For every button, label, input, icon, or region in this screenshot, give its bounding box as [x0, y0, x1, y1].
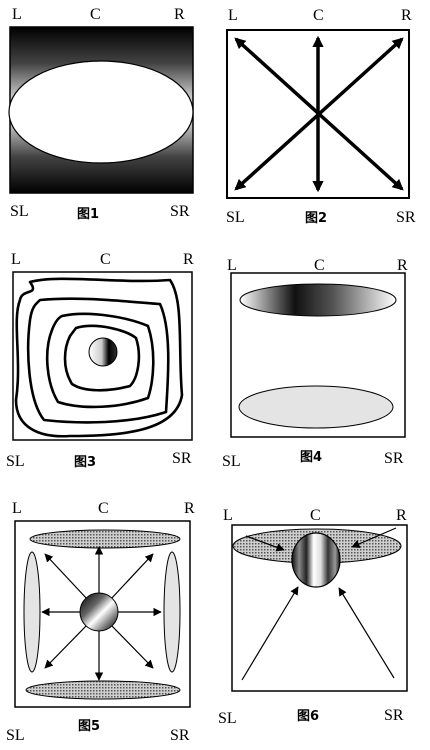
- figure-5-arrow-up-left: [44, 553, 89, 601]
- figure-5-arrow-up-right: [109, 553, 154, 601]
- figure-4: L C R SL SR 图4: [222, 257, 408, 470]
- figure-5-rear-sound-field: [25, 680, 181, 700]
- figure-6-label-surround-left: SL: [218, 710, 237, 727]
- figure-6-label-left: L: [223, 507, 233, 524]
- figure-4-caption: 图4: [300, 450, 322, 465]
- figure-3-label-surround-right: SR: [172, 450, 192, 467]
- figure-1: L C R SL SR 图1: [8, 6, 194, 222]
- figure-5-label-surround-left: SL: [6, 727, 25, 744]
- figure-3-sound-source-sphere: [88, 337, 118, 367]
- figure-1-label-surround-right: SR: [170, 203, 190, 220]
- figure-2-label-surround-right: SR: [396, 209, 416, 226]
- figure-3-ripple-3: [26, 297, 170, 424]
- figure-4-front-sound-bar: [239, 283, 397, 317]
- figure-2-label-center: C: [313, 7, 324, 24]
- figure-3-label-right: R: [183, 251, 194, 268]
- figure-6: L C R SL SR 图6: [218, 507, 408, 727]
- figure-5-sound-source-sphere: [79, 592, 119, 632]
- figure-2-caption: 图2: [305, 211, 327, 226]
- figure-6-arrow-sr-to-center: [338, 587, 395, 679]
- figure-3-caption: 图3: [74, 455, 96, 470]
- figure-4-rear-sound-field: [238, 385, 394, 429]
- figure-5-right-sound-field: [163, 551, 181, 673]
- figure-4-label-left: L: [227, 257, 237, 274]
- figure-1-sound-field-ellipse: [8, 60, 194, 164]
- figure-5-arrow-down-right: [109, 623, 154, 669]
- figure-1-label-center: C: [90, 6, 101, 23]
- figure-6-arrow-left-to-center: [245, 535, 285, 552]
- figure-2-label-left: L: [228, 7, 238, 24]
- figure-6-sound-source-sphere: [291, 532, 341, 588]
- figure-5-label-right: R: [184, 500, 195, 517]
- figure-4-label-surround-right: SR: [384, 450, 404, 467]
- figure-3-label-left: L: [11, 251, 21, 268]
- figure-3-ripple-1: [63, 324, 141, 392]
- figure-6-label-right: R: [396, 507, 407, 524]
- figure-6-label-surround-right: SR: [384, 707, 404, 724]
- figure-1-label-surround-left: SL: [10, 203, 29, 220]
- figure-5-left-sound-field: [23, 551, 41, 673]
- figure-1-label-right: R: [174, 6, 185, 23]
- figure-2-label-right: R: [401, 7, 412, 24]
- figure-3: L C R SL SR 图3: [6, 251, 194, 470]
- figure-2-label-surround-left: SL: [226, 209, 245, 226]
- figure-5-arrow-down-left: [44, 623, 89, 669]
- figure-3-label-surround-left: SL: [6, 453, 25, 470]
- figure-3-label-center: C: [100, 251, 111, 268]
- figure-4-label-center: C: [314, 257, 325, 274]
- figure-3-ripple-outer: [14, 277, 184, 438]
- figure-5-label-surround-right: SR: [170, 727, 190, 744]
- figure-5-label-center: C: [98, 500, 109, 517]
- figure-6-arrow-sl-to-center: [241, 586, 299, 681]
- figure-1-label-left: L: [12, 6, 22, 23]
- figure-6-arrow-right-to-center: [351, 527, 397, 548]
- figure-4-label-surround-left: SL: [222, 453, 241, 470]
- figure-6-caption: 图6: [297, 709, 319, 724]
- figure-2: L C R SL SR 图2: [226, 7, 416, 226]
- figure-5-label-left: L: [12, 500, 22, 517]
- figure-5-caption: 图5: [78, 719, 100, 734]
- figure-6-label-center: C: [310, 507, 321, 524]
- figure-1-caption: 图1: [77, 207, 99, 222]
- figure-4-label-right: R: [397, 257, 408, 274]
- figure-5-front-sound-field: [29, 529, 181, 549]
- figure-3-ripple-2: [45, 312, 155, 409]
- figure-5: L C R SL SR 图5: [6, 500, 195, 744]
